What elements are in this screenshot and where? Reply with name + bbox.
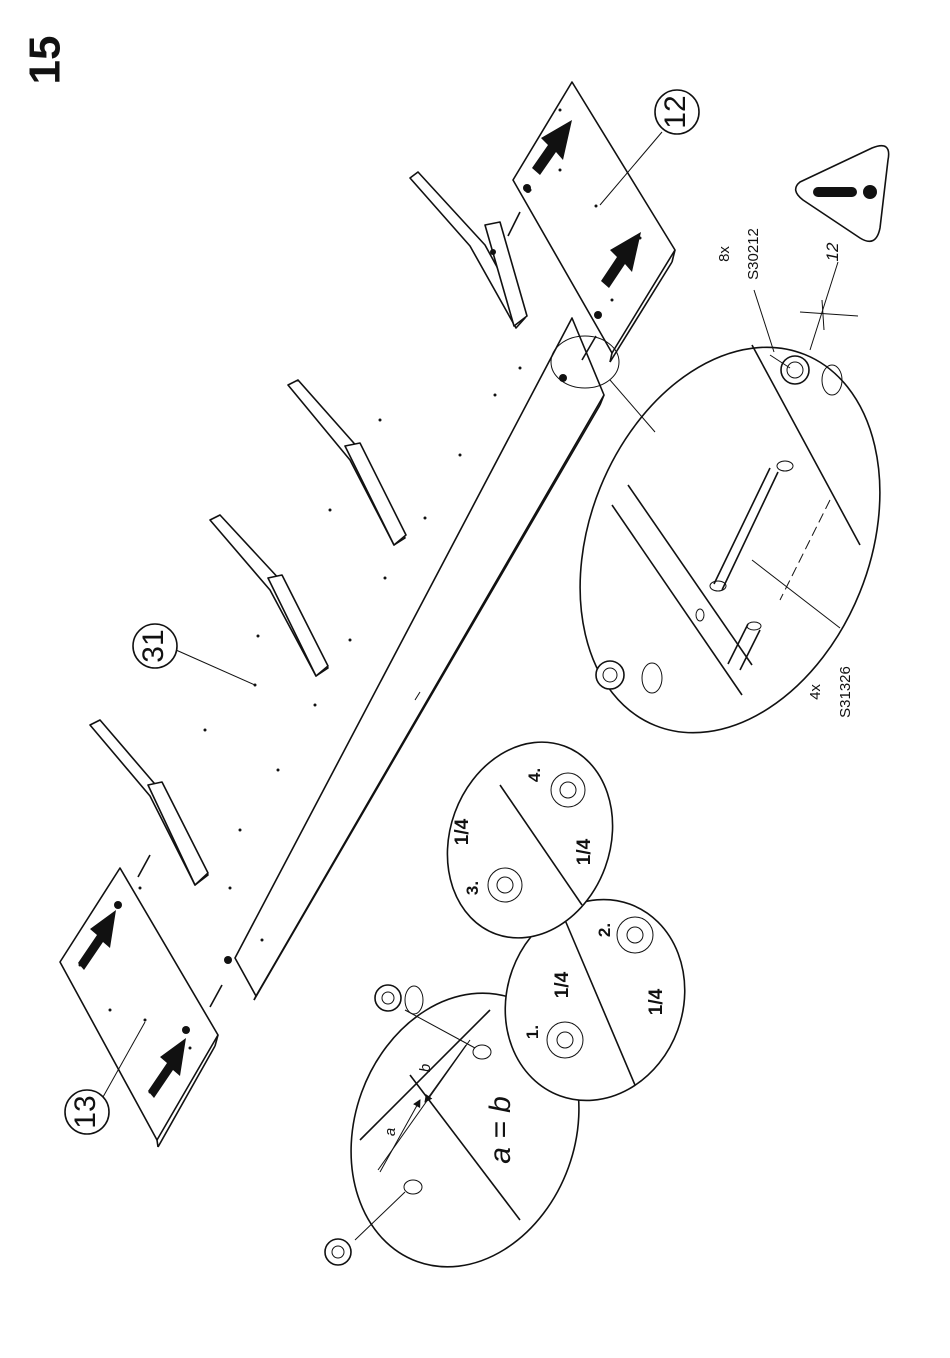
cleat-3: [210, 515, 328, 676]
cleat-2: [288, 380, 406, 545]
label-panel-31: 31: [133, 624, 255, 685]
step-3-number: 3.: [463, 881, 482, 895]
dowel-code: S31326: [837, 666, 854, 718]
cleat-4: [90, 720, 208, 885]
step-4-turn: 1/4: [574, 838, 595, 865]
step-2-number: 2.: [595, 923, 614, 937]
step-3-turn: 1/4: [452, 818, 473, 845]
dimension-a: a: [382, 1128, 399, 1136]
hardware-detail-callout: 4x S31326 8x S30212 12: [525, 228, 934, 778]
step-1-number: 1.: [523, 1025, 542, 1039]
right-panel-12: [513, 82, 675, 362]
svg-text:31: 31: [137, 629, 170, 662]
step-2-turn: 1/4: [646, 988, 667, 1015]
dowel-quantity: 4x: [807, 684, 824, 700]
step-4-number: 4.: [525, 768, 544, 782]
step-number: 15: [21, 36, 70, 85]
svg-text:12: 12: [659, 95, 692, 128]
spacing-rule: a = b: [484, 1096, 517, 1164]
step-1-turn: 1/4: [552, 971, 573, 998]
warning-triangle-icon: [796, 146, 889, 242]
dimension-b: b: [417, 1064, 434, 1072]
svg-text:13: 13: [69, 1095, 102, 1128]
cleat-1: [410, 172, 527, 328]
cam-quantity: 8x: [716, 246, 733, 262]
depth-dimension: 12: [823, 242, 842, 261]
cam-code: S30212: [745, 228, 762, 280]
label-panel-12: 12: [600, 90, 699, 205]
